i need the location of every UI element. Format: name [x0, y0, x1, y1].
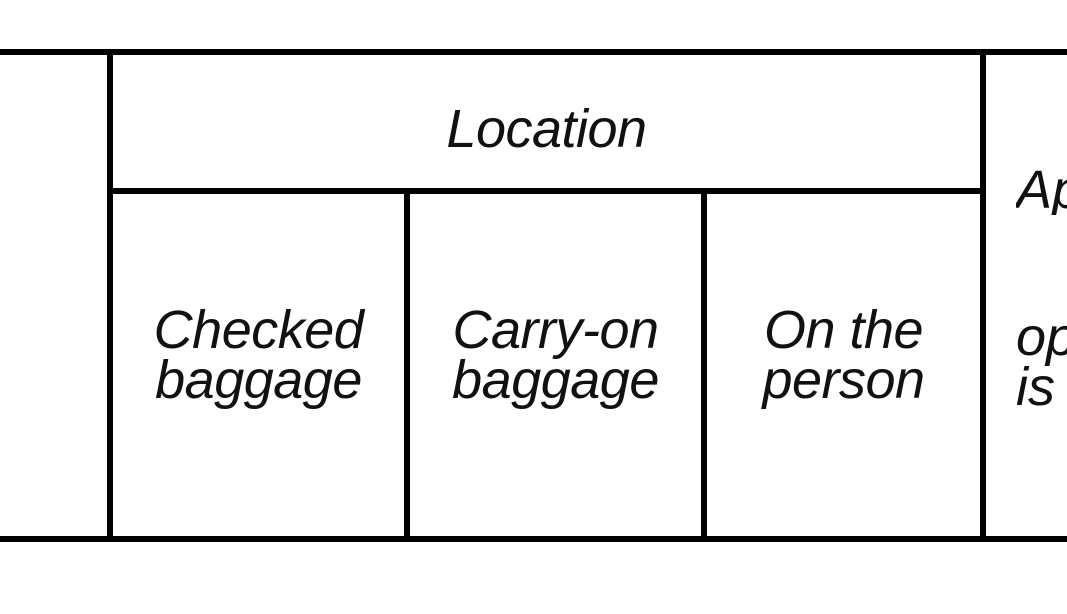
column-divider-left: [107, 49, 113, 542]
column-divider-right: [980, 49, 986, 542]
column-header-on-the-person: On the person: [762, 300, 925, 410]
location-header: Location: [446, 99, 647, 159]
table-bottom-rule: [0, 536, 1067, 542]
column-header-checked-baggage: Checked baggage: [153, 300, 364, 410]
column-divider-checked-carry: [404, 188, 410, 542]
truncated-column-header-line2: op is: [1016, 312, 1067, 412]
truncated-column-header-line1: Ap: [1016, 165, 1067, 215]
column-header-carry-on-baggage: Carry-on baggage: [452, 300, 659, 410]
table-top-rule: [0, 49, 1067, 55]
location-divider-rule: [110, 188, 986, 194]
column-divider-carry-person: [701, 188, 707, 542]
